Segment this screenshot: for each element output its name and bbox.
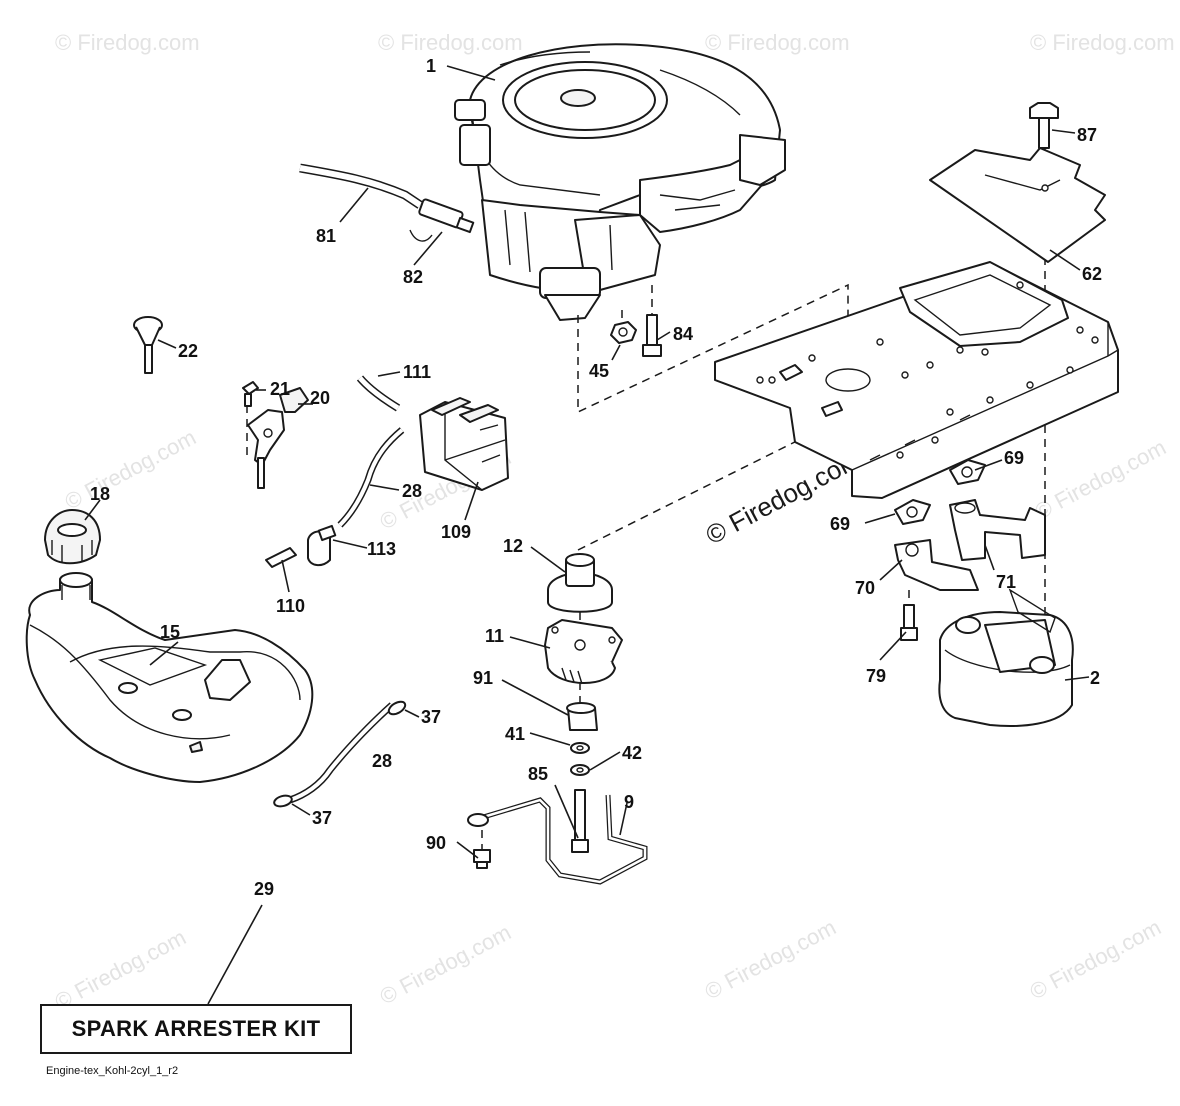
callout-81: 81	[316, 226, 336, 246]
hose-28-lower	[288, 702, 395, 804]
callout-111: 111	[403, 362, 431, 382]
callout-12: 12	[503, 536, 523, 556]
callout-42: 42	[622, 743, 642, 763]
bolt-85	[571, 789, 589, 853]
watermark: © Firedog.com	[1030, 30, 1175, 55]
callout-69-right: 69	[1004, 448, 1024, 468]
callout-70: 70	[855, 578, 875, 598]
knob-22	[133, 316, 163, 374]
fuel-fitting-82	[409, 198, 475, 242]
callout-71: 71	[996, 572, 1016, 592]
fuel-cap-18	[44, 509, 101, 565]
muffler-2	[938, 588, 1074, 727]
exhaust-pipe-71	[949, 499, 1046, 561]
callout-2: 2	[1090, 668, 1100, 688]
watermark: © Firedog.com	[1031, 434, 1170, 524]
frame-plate	[714, 261, 1119, 499]
spark-arrester-kit-box: SPARK ARRESTER KIT	[40, 1004, 352, 1054]
callout-90: 90	[426, 833, 446, 853]
bolt-79	[900, 604, 918, 641]
callout-110: 110	[276, 596, 305, 616]
watermark: © Firedog.com	[376, 919, 515, 1009]
washer-41	[570, 742, 590, 754]
callout-labels: 1 2 9 11 12 15 18 20 21 22 28 28 29 37 3…	[90, 56, 1102, 899]
connector-110	[265, 547, 297, 568]
callout-41: 41	[505, 724, 525, 744]
watermark: © Firedog.com	[1026, 914, 1165, 1004]
callout-1: 1	[426, 56, 436, 76]
callout-37-upper: 37	[421, 707, 441, 727]
callout-9: 9	[624, 792, 634, 812]
watermark: © Firedog.com	[55, 30, 200, 55]
pto-clutch-11	[544, 619, 623, 685]
exhaust-pipe-70	[894, 539, 979, 591]
callout-28-lower: 28	[372, 751, 392, 771]
washer-42	[570, 764, 590, 776]
watermark: © Firedog.com	[51, 924, 190, 1014]
bracket-9	[467, 794, 648, 885]
callout-87: 87	[1077, 125, 1097, 145]
callout-37-lower: 37	[312, 808, 332, 828]
callout-85: 85	[528, 764, 548, 784]
callout-22: 22	[178, 341, 198, 361]
watermark: © Firedog.com	[61, 424, 200, 514]
callout-69-left: 69	[830, 514, 850, 534]
callout-15: 15	[160, 622, 180, 642]
diagram-caption: Engine-tex_Kohl-2cyl_1_r2	[46, 1065, 179, 1077]
fuel-filter-109	[419, 397, 509, 491]
spacer-91	[566, 702, 598, 731]
screw-21	[242, 381, 259, 407]
clamp-37-lower	[273, 794, 293, 808]
callout-18: 18	[90, 484, 110, 504]
callout-79: 79	[866, 666, 886, 686]
bolt-84	[642, 314, 662, 357]
nut-45	[610, 321, 637, 344]
watermark: © Firedog.com	[705, 30, 850, 55]
callout-109: 109	[441, 522, 471, 542]
engine-illustration	[454, 43, 786, 321]
throttle-control-20	[247, 387, 309, 489]
gasket-69-right	[949, 459, 986, 485]
hose-28-upper	[337, 427, 405, 528]
watermark: © Firedog.com	[701, 914, 840, 1004]
callout-20: 20	[310, 388, 330, 408]
bolt-90	[473, 849, 491, 869]
fuel-tank-15	[25, 572, 314, 783]
callout-21: 21	[270, 379, 290, 399]
callout-29: 29	[254, 879, 274, 899]
knob-87	[1029, 102, 1059, 149]
callout-113: 113	[367, 539, 396, 559]
leader-lines	[84, 65, 1090, 1005]
heat-shield-62	[929, 147, 1106, 263]
callout-84: 84	[673, 324, 693, 344]
watermark: © Firedog.com	[378, 30, 523, 55]
callout-62: 62	[1082, 264, 1102, 284]
fuel-line-81	[299, 163, 423, 209]
callout-82: 82	[403, 267, 423, 287]
fuel-valve-113	[307, 524, 337, 566]
gasket-69-left	[894, 499, 931, 525]
callout-11: 11	[485, 626, 504, 646]
clamp-37-upper	[387, 700, 407, 716]
pulley-12	[547, 553, 613, 613]
callout-91: 91	[473, 668, 493, 688]
callout-28-upper: 28	[402, 481, 422, 501]
callout-45: 45	[589, 361, 609, 381]
spark-arrester-kit-label: SPARK ARRESTER KIT	[71, 1016, 321, 1041]
hose-111	[356, 375, 401, 412]
